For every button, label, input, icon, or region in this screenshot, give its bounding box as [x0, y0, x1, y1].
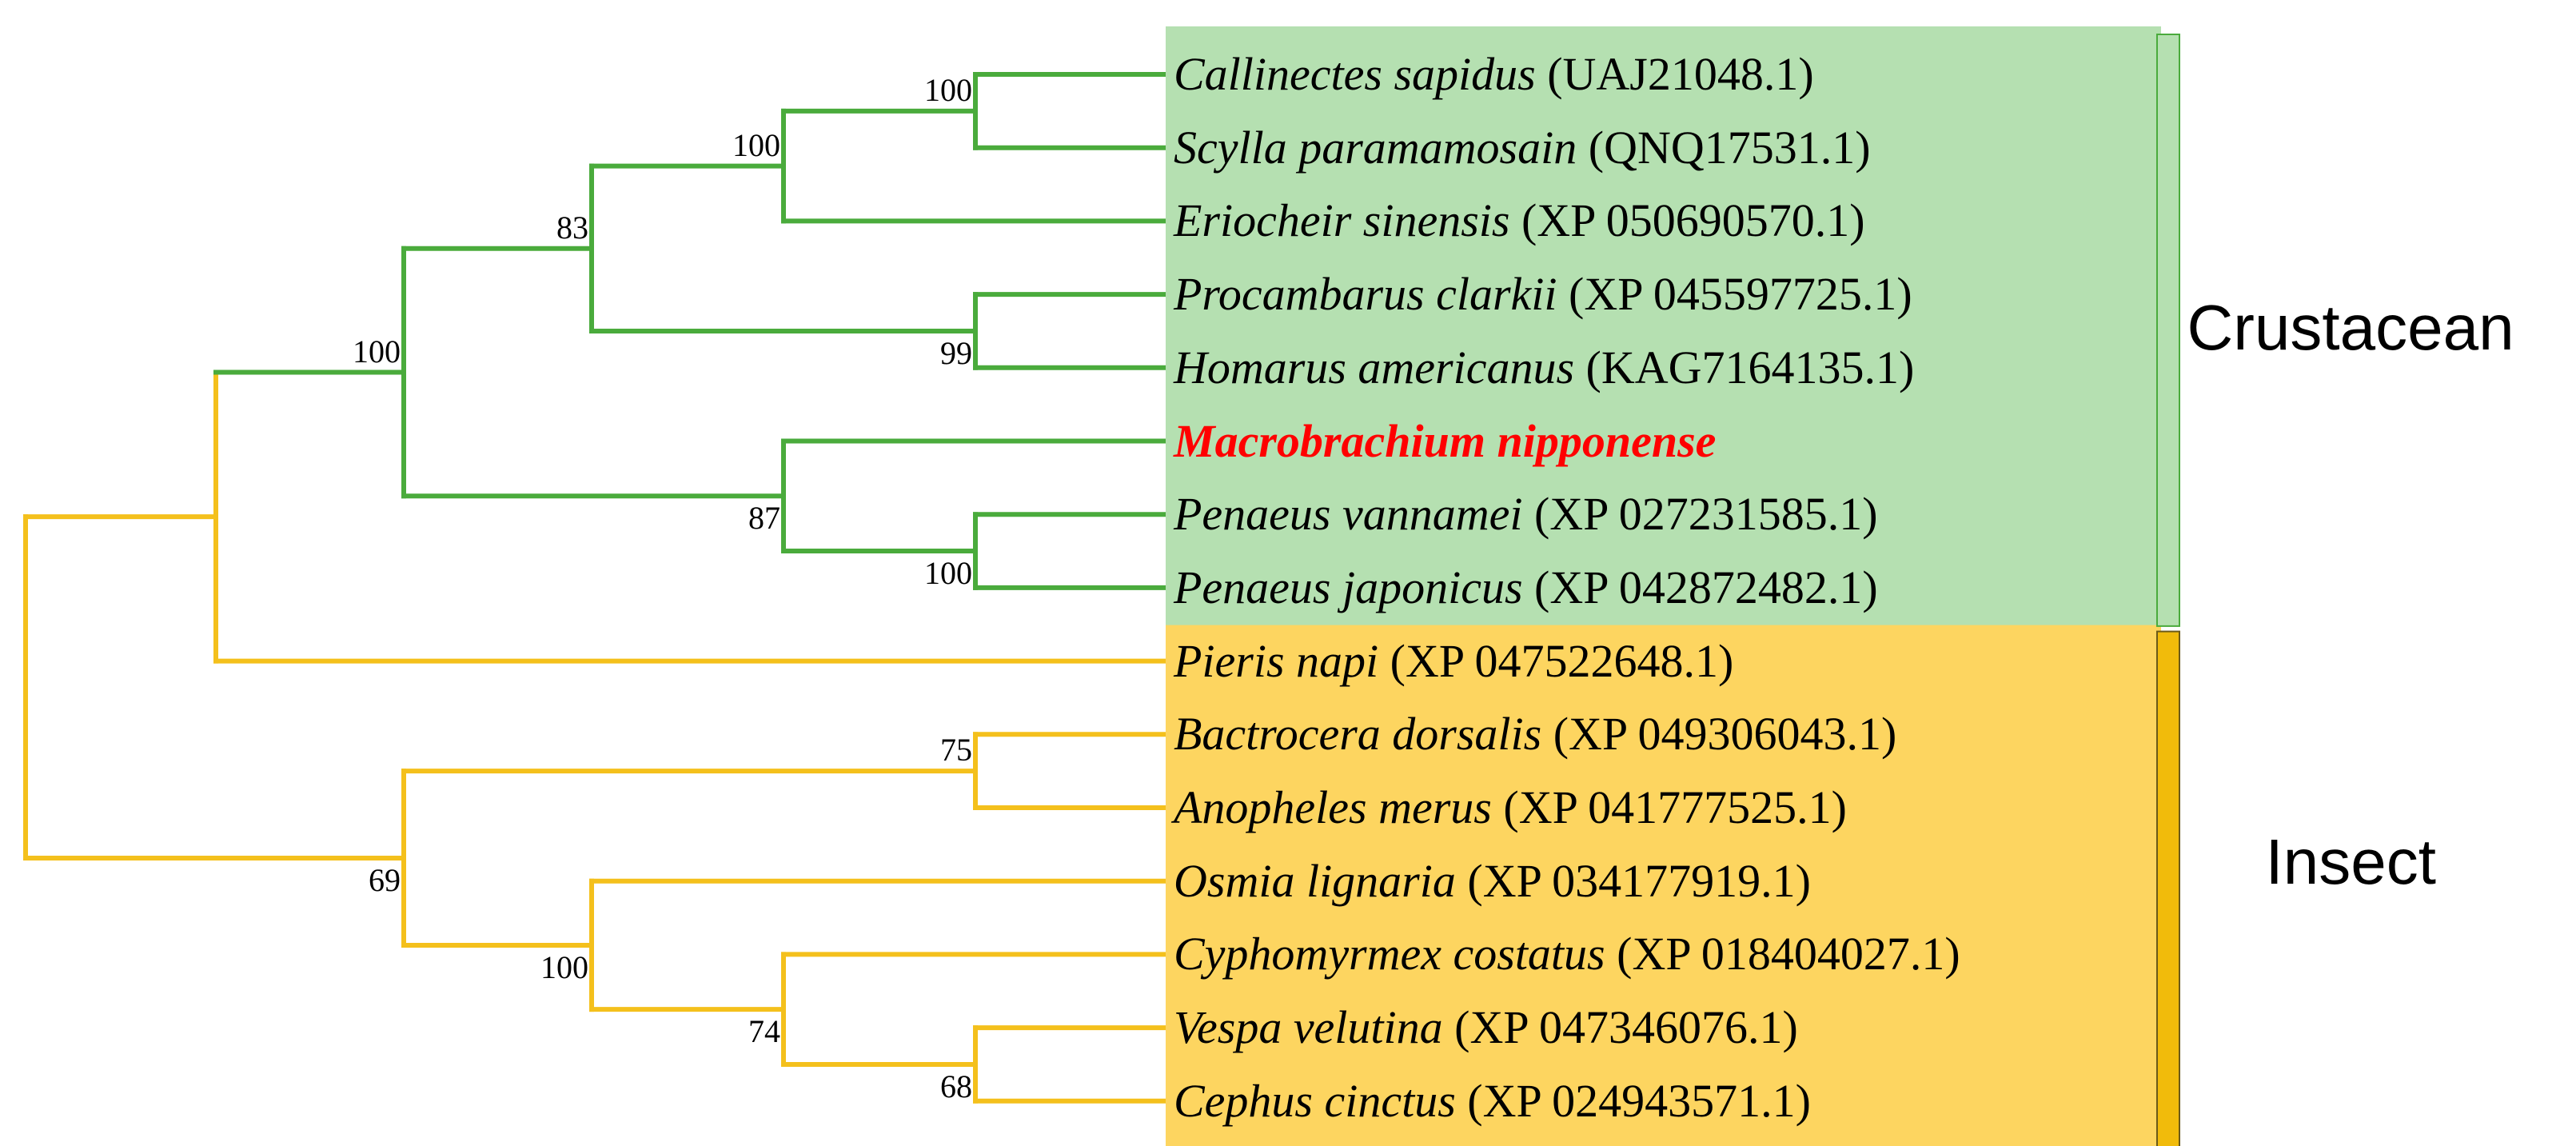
taxon-label: Pieris napi (XP 047522648.1)	[1174, 633, 1733, 689]
taxon-label: Procambarus clarkii (XP 045597725.1)	[1174, 266, 1912, 322]
bootstrap-value: 100	[353, 333, 401, 369]
taxon-label: Cyphomyrmex costatus (XP 018404027.1)	[1174, 926, 1960, 982]
species-name: Callinectes sapidus	[1174, 48, 1536, 100]
species-name: Penaeus japonicus	[1174, 561, 1523, 613]
accession-number: (XP 027231585.1)	[1522, 488, 1878, 541]
taxon-label: Eriocheir sinensis (XP 050690570.1)	[1174, 193, 1865, 249]
accession-number: (XP 047522648.1)	[1378, 634, 1734, 687]
taxon-label: Penaeus japonicus (XP 042872482.1)	[1174, 560, 1878, 616]
bootstrap-value: 74	[748, 1013, 780, 1050]
species-name: Pieris napi	[1174, 634, 1379, 687]
species-name: Homarus americanus	[1174, 341, 1575, 393]
taxon-label: Cephus cinctus (XP 024943571.1)	[1174, 1073, 1811, 1129]
species-name: Anopheles merus	[1174, 781, 1492, 833]
species-name: Cyphomyrmex costatus	[1174, 928, 1605, 980]
bootstrap-value: 83	[556, 209, 588, 246]
accession-number: (XP 042872482.1)	[1522, 561, 1878, 613]
species-name: Bactrocera dorsalis	[1174, 708, 1542, 761]
bootstrap-value: 99	[940, 334, 972, 371]
taxon-label: Penaeus vannamei (XP 027231585.1)	[1174, 486, 1878, 542]
taxon-label: Homarus americanus (KAG7164135.1)	[1174, 340, 1914, 396]
accession-number: (XP 018404027.1)	[1605, 928, 1960, 980]
insect-clade-label: Insect	[2265, 826, 2436, 897]
species-name: Procambarus clarkii	[1174, 268, 1557, 321]
insect-bar	[2156, 630, 2180, 1146]
bootstrap-value: 87	[748, 500, 780, 537]
crustacean-bar	[2156, 34, 2180, 627]
taxon-label: Bactrocera dorsalis (XP 049306043.1)	[1174, 706, 1896, 762]
taxon-label: Scylla paramamosain (QNQ17531.1)	[1174, 120, 1871, 176]
species-name: Cephus cinctus	[1174, 1074, 1456, 1127]
taxon-label: Macrobrachium nipponense	[1174, 413, 1716, 469]
crustacean-clade-label: Crustacean	[2187, 292, 2514, 363]
bootstrap-value: 75	[940, 732, 972, 769]
accession-number: (XP 024943571.1)	[1455, 1074, 1811, 1127]
species-name: Penaeus vannamei	[1174, 488, 1523, 541]
species-name: Vespa velutina	[1174, 1001, 1443, 1054]
species-name: Eriocheir sinensis	[1174, 194, 1510, 247]
accession-number: (XP 034177919.1)	[1455, 854, 1811, 907]
taxon-label: Callinectes sapidus (UAJ21048.1)	[1174, 46, 1814, 102]
bootstrap-value: 68	[940, 1068, 972, 1104]
accession-number: (XP 049306043.1)	[1541, 708, 1897, 761]
accession-number: (KAG7164135.1)	[1574, 341, 1915, 393]
species-name: Macrobrachium nipponense	[1174, 414, 1717, 467]
bootstrap-value: 100	[732, 126, 780, 163]
accession-number: (XP 050690570.1)	[1509, 194, 1865, 247]
species-name: Osmia lignaria	[1174, 854, 1456, 907]
bootstrap-value: 100	[924, 71, 972, 108]
accession-number: (QNQ17531.1)	[1577, 121, 1871, 174]
species-name: Scylla paramamosain	[1174, 121, 1577, 174]
accession-number: (XP 047346076.1)	[1442, 1001, 1798, 1054]
accession-number: (UAJ21048.1)	[1535, 48, 1814, 100]
bootstrap-value: 100	[924, 555, 972, 592]
bootstrap-value: 100	[540, 948, 588, 985]
taxon-label: Anopheles merus (XP 041777525.1)	[1174, 780, 1847, 836]
accession-number: (XP 041777525.1)	[1491, 781, 1847, 833]
taxon-label: Vespa velutina (XP 047346076.1)	[1174, 1000, 1798, 1056]
insect-box	[1166, 625, 2161, 1146]
accession-number: (XP 045597725.1)	[1557, 268, 1912, 321]
crustacean-box	[1166, 26, 2161, 626]
taxon-label: Osmia lignaria (XP 034177919.1)	[1174, 853, 1811, 909]
bootstrap-value: 69	[369, 862, 401, 899]
